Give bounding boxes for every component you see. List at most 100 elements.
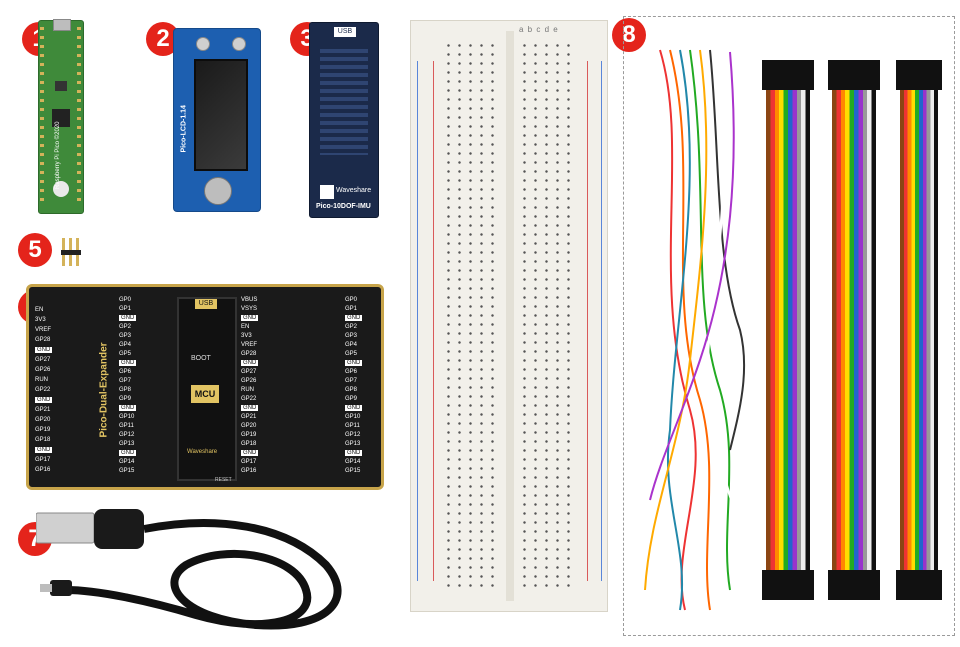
ribbon-cable-3 — [900, 70, 938, 590]
pin-label: GP28 — [35, 337, 51, 343]
pin-label: GP8 — [345, 387, 358, 393]
pin-label: GP11 — [345, 423, 360, 429]
joystick-icon — [204, 177, 232, 205]
jumper-wires-box — [623, 16, 955, 636]
pin-label: GP17 — [35, 457, 51, 463]
breadboard-center-channel — [506, 31, 514, 601]
pin-label: GP1 — [345, 306, 358, 312]
pin-label: GND — [345, 360, 363, 366]
pin-label: VREF — [241, 342, 258, 348]
breadboard-holes-left — [443, 41, 501, 593]
pin-label: GP6 — [345, 369, 358, 375]
pin-label: GND — [345, 405, 363, 411]
pin-label: GND — [35, 347, 53, 353]
pin-label: GP19 — [35, 427, 51, 433]
badge-5: 5 — [18, 233, 52, 267]
pin-label: GP26 — [35, 367, 51, 373]
pico-silk-label: Raspberry Pi Pico ©2020 — [55, 121, 61, 189]
pin-label: GP27 — [35, 357, 51, 363]
pin-label: GND — [241, 315, 259, 321]
lcd-silk-label: Pico-LCD-1.14 — [180, 105, 188, 153]
pin-label: VBUS — [241, 297, 258, 303]
breadboard-col-letters: a b c d e — [519, 25, 559, 34]
pin-label: GP5 — [119, 351, 132, 357]
expander-brand: Waveshare — [187, 449, 218, 455]
pin-label: GND — [119, 405, 137, 411]
pin-label: GND — [345, 450, 363, 456]
pin-label: GP18 — [35, 437, 51, 443]
pin-label: GP27 — [241, 369, 257, 375]
pin-label: EN — [35, 307, 44, 313]
badge-8: 8 — [612, 18, 646, 52]
pin-label: GP8 — [119, 387, 132, 393]
mcu-socket: USB BOOT MCU Waveshare — [177, 297, 237, 481]
pin-label: VREF — [35, 327, 52, 333]
pin-label: GP10 — [345, 414, 361, 420]
pin-label: GP18 — [241, 441, 257, 447]
breadboard: a b c d e — [410, 20, 608, 612]
pin-label: GP12 — [119, 432, 135, 438]
pin-label: GP4 — [345, 342, 358, 348]
pin-label: GP0 — [345, 297, 358, 303]
pin-label: GP4 — [119, 342, 132, 348]
pin-label: GND — [241, 360, 259, 366]
pin-header-right — [77, 27, 81, 207]
pin-label: GP21 — [241, 414, 257, 420]
pin-label: GP16 — [241, 468, 257, 474]
pin-label: GP19 — [241, 432, 257, 438]
pin-headers — [61, 238, 82, 268]
pin-label: GP9 — [345, 396, 358, 402]
flash-chip — [55, 81, 67, 91]
pin-label: RUN — [241, 387, 254, 393]
imu-silk-label: Pico-10DOF-IMU — [316, 203, 371, 210]
pin-label: 3V3 — [241, 333, 252, 339]
pin-label: GP17 — [241, 459, 257, 465]
pin-header-left — [40, 27, 44, 207]
expander-reset: RESET — [215, 477, 232, 483]
pin-label: GP15 — [119, 468, 135, 474]
pin-label: GP9 — [119, 396, 132, 402]
pin-label: GP0 — [119, 297, 132, 303]
imu-usb-label: USB — [334, 27, 356, 37]
pin-label: GP26 — [241, 378, 257, 384]
breadboard-holes-right — [519, 41, 577, 593]
badge-2: 2 — [146, 22, 180, 56]
ribbon-cable-2 — [832, 70, 876, 590]
rail-blue-right — [601, 61, 602, 581]
rail-red-right — [587, 61, 588, 581]
pin-label: GP11 — [119, 423, 134, 429]
pin-label: GP22 — [241, 396, 257, 402]
pin-label: EN — [241, 324, 250, 330]
pin-label: GP21 — [35, 407, 51, 413]
pin-label: GND — [241, 450, 259, 456]
pin-label: GP5 — [345, 351, 358, 357]
pin-label: GP6 — [119, 369, 132, 375]
pin-label: GND — [35, 397, 53, 403]
pin-label: GP2 — [119, 324, 132, 330]
pin-label: GP1 — [119, 306, 132, 312]
waveshare-logo-icon — [320, 185, 334, 199]
pin-label: GP20 — [35, 417, 51, 423]
pin-label: GP3 — [119, 333, 132, 339]
pin-label: GP14 — [345, 459, 361, 465]
pin-label: GP10 — [119, 414, 135, 420]
pin-label: GP28 — [241, 351, 257, 357]
imu-pin-table — [320, 45, 368, 155]
pin-label: GP7 — [119, 378, 132, 384]
lcd-button-a — [196, 37, 210, 51]
ribbon-cable-1 — [766, 70, 810, 590]
pin-label: GP14 — [119, 459, 135, 465]
pin-label: GP2 — [345, 324, 358, 330]
pin-label: GP12 — [345, 432, 361, 438]
pin-label: GND — [35, 447, 53, 453]
pin-label: GP15 — [345, 468, 361, 474]
pin-label: GND — [345, 315, 363, 321]
pin-label: GP13 — [345, 441, 361, 447]
pico-board: Raspberry Pi Pico ©2020 — [38, 19, 84, 214]
pin-label: GND — [119, 315, 137, 321]
expander-usb: USB — [195, 299, 217, 309]
pin-label: GND — [119, 450, 137, 456]
expander-boot: BOOT — [191, 355, 211, 362]
raspberry-logo-icon — [53, 181, 69, 197]
expander-mcu: MCU — [191, 385, 219, 403]
